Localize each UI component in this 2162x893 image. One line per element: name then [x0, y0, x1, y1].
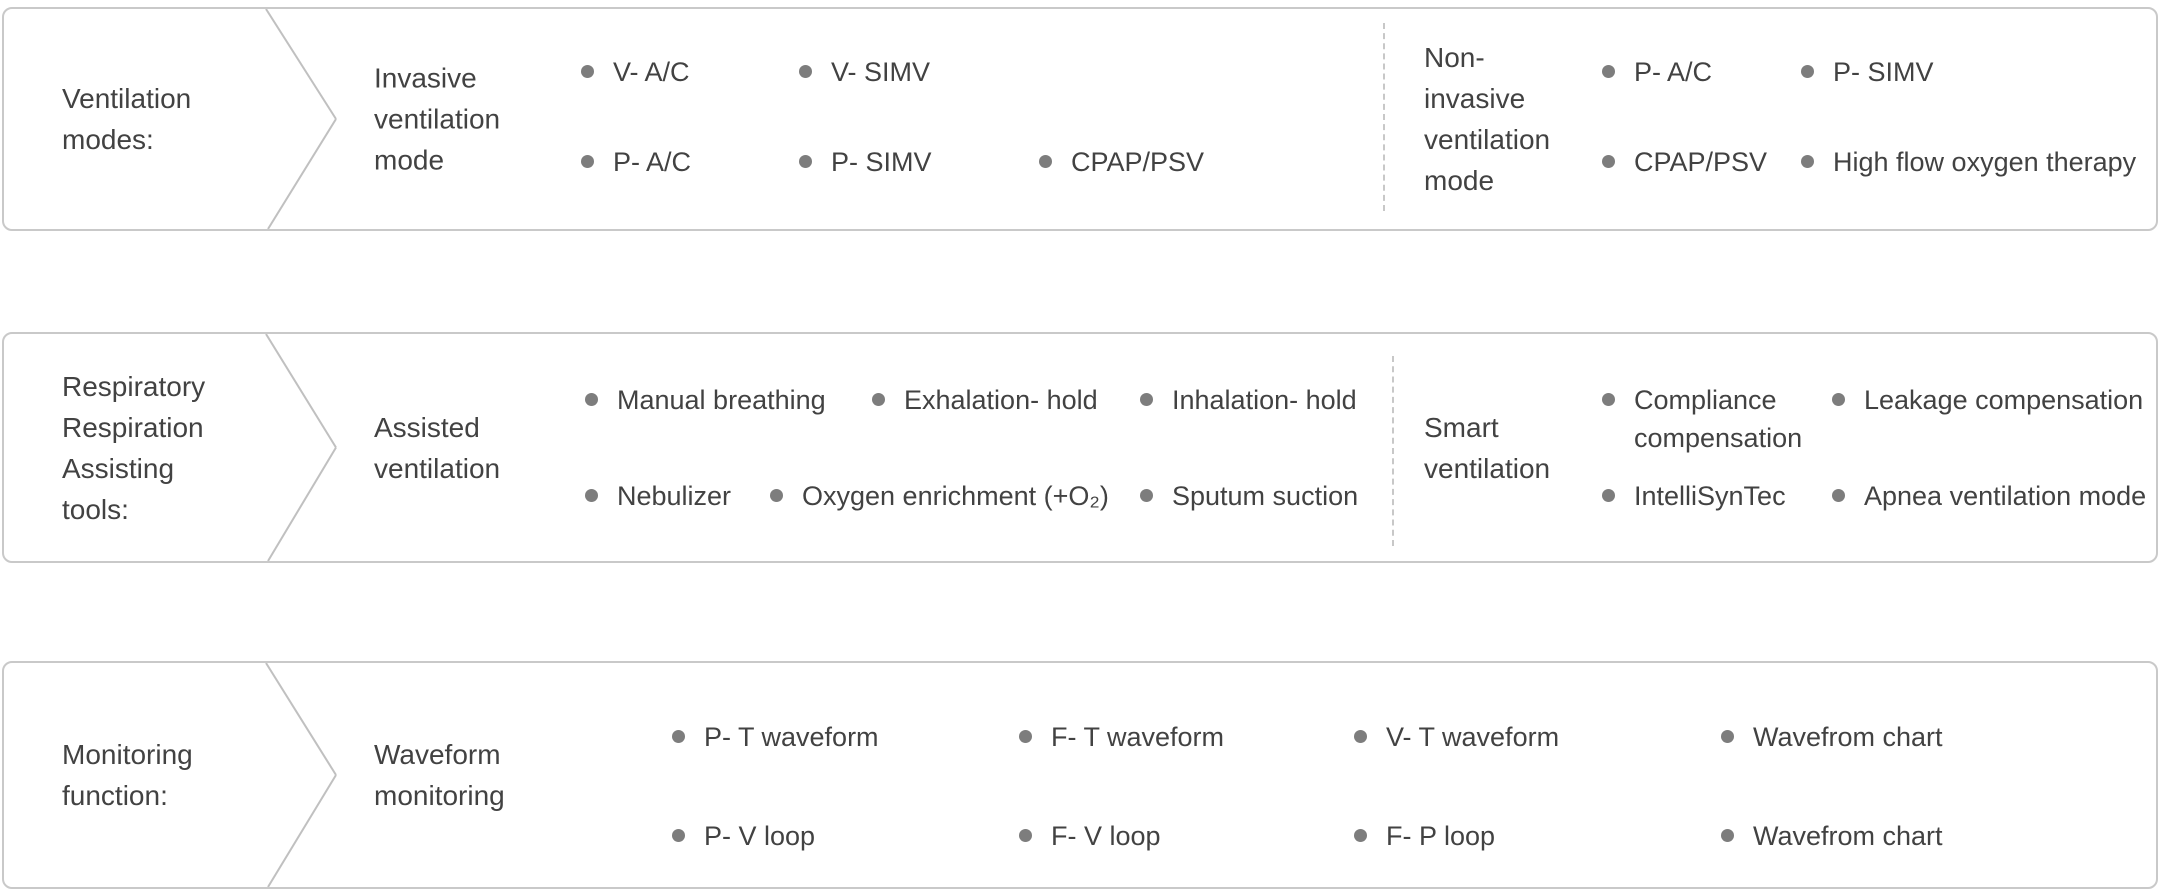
section-label-ventilation-modes: Ventilation modes: — [62, 83, 192, 155]
list-item-sputum-suction: Sputum suction — [1140, 477, 1358, 515]
bullet-dot-icon — [672, 829, 685, 842]
bullet-dot-icon — [581, 65, 594, 78]
bullet-dot-icon — [585, 489, 598, 502]
list-item-f-v-loop: F- V loop — [1019, 817, 1161, 855]
list-item-v-simv: V- SIMV — [799, 53, 930, 91]
group-title-smart-ventilation: Smart ventilation — [1424, 411, 1551, 484]
list-item-niv-cpap-psv: CPAP/PSV — [1602, 143, 1767, 181]
list-item-v-ac: V- A/C — [581, 53, 690, 91]
chevron-arrow-icon — [265, 9, 337, 229]
list-item-intellisyntec: IntelliSynTec — [1602, 477, 1786, 515]
list-item-nebulizer: Nebulizer — [585, 477, 731, 515]
list-item-p-v-loop: P- V loop — [672, 817, 815, 855]
list-item-exhalation-hold: Exhalation- hold — [872, 381, 1098, 419]
bullet-dot-icon — [1832, 489, 1845, 502]
group-title-invasive-ventilation-mode: Invasive ventilation mode — [374, 62, 501, 176]
list-item-leakage-compensation: Leakage compensation — [1832, 381, 2143, 419]
list-item-high-flow-oxygen-therapy: High flow oxygen therapy — [1801, 143, 2136, 181]
list-item-compliance-compensation: Compliance compensation — [1602, 381, 1852, 457]
section-label-monitoring-function: Monitoring function: — [62, 739, 193, 811]
bullet-dot-icon — [1354, 829, 1367, 842]
list-item-f-t-waveform: F- T waveform — [1019, 718, 1224, 756]
panel-monitoring-function: Monitoring function: Waveform monitoring… — [2, 661, 2158, 889]
list-item-p-ac: P- A/C — [581, 143, 691, 181]
bullet-dot-icon — [1602, 65, 1615, 78]
list-item-oxygen-enrichment: Oxygen enrichment (+O₂) — [770, 477, 1109, 515]
group-title-waveform-monitoring: Waveform monitoring — [374, 739, 505, 811]
list-item-p-simv: P- SIMV — [799, 143, 932, 181]
bullet-dot-icon — [585, 393, 598, 406]
section-label-respiration-assisting-tools: Respiratory Respiration Assisting tools: — [62, 370, 206, 525]
bullet-dot-icon — [799, 65, 812, 78]
dashed-divider — [1392, 356, 1394, 546]
list-item-wavefrom-chart-2: Wavefrom chart — [1721, 817, 1943, 855]
panel-respiration-assisting-tools: Respiratory Respiration Assisting tools:… — [2, 332, 2158, 563]
list-item-niv-p-simv: P- SIMV — [1801, 53, 1934, 91]
group-title-non-invasive-ventilation-mode: Non- invasive ventilation mode — [1424, 42, 1551, 196]
bullet-dot-icon — [1801, 155, 1814, 168]
list-item-f-p-loop: F- P loop — [1354, 817, 1495, 855]
bullet-dot-icon — [581, 155, 594, 168]
chevron-arrow-icon — [265, 334, 337, 561]
list-item-inhalation-hold: Inhalation- hold — [1140, 381, 1357, 419]
bullet-dot-icon — [770, 489, 783, 502]
bullet-dot-icon — [1039, 155, 1052, 168]
list-item-p-t-waveform: P- T waveform — [672, 718, 879, 756]
bullet-dot-icon — [872, 393, 885, 406]
list-item-manual-breathing: Manual breathing — [585, 381, 826, 419]
list-item-v-t-waveform: V- T waveform — [1354, 718, 1559, 756]
chevron-arrow-icon — [265, 663, 337, 887]
bullet-dot-icon — [1832, 393, 1845, 406]
group-title-assisted-ventilation: Assisted ventilation — [374, 411, 501, 484]
list-item-niv-p-ac: P- A/C — [1602, 53, 1712, 91]
bullet-dot-icon — [1019, 730, 1032, 743]
list-item-wavefrom-chart-1: Wavefrom chart — [1721, 718, 1943, 756]
list-item-apnea-ventilation-mode: Apnea ventilation mode — [1832, 477, 2146, 515]
bullet-dot-icon — [1140, 393, 1153, 406]
bullet-dot-icon — [1602, 155, 1615, 168]
bullet-dot-icon — [1019, 829, 1032, 842]
bullet-dot-icon — [1354, 730, 1367, 743]
bullet-dot-icon — [1801, 65, 1814, 78]
bullet-dot-icon — [1602, 489, 1615, 502]
bullet-dot-icon — [1721, 829, 1734, 842]
list-item-cpap-psv: CPAP/PSV — [1039, 143, 1204, 181]
dashed-divider — [1383, 23, 1385, 211]
bullet-dot-icon — [1602, 393, 1615, 406]
bullet-dot-icon — [672, 730, 685, 743]
panel-ventilation-modes: Ventilation modes: Invasive ventilation … — [2, 7, 2158, 231]
bullet-dot-icon — [1721, 730, 1734, 743]
bullet-dot-icon — [1140, 489, 1153, 502]
bullet-dot-icon — [799, 155, 812, 168]
